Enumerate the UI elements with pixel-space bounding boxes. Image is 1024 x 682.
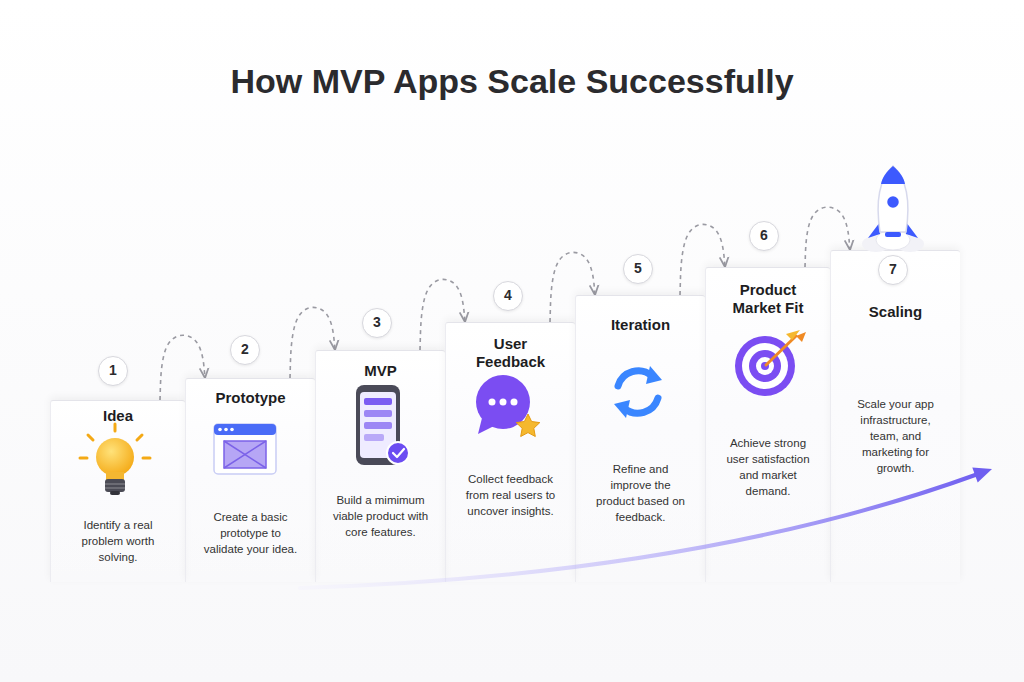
callout-number: 7: [878, 255, 908, 285]
diagram-title: How MVP Apps Scale Successfully: [0, 62, 1024, 101]
step-description: Refine and improve the product based on …: [591, 461, 690, 525]
step-description: Scale your app infrastructure, team, and…: [846, 396, 945, 476]
growth-arrow: [300, 474, 978, 588]
step-description: Create a basic prototype to validate you…: [201, 509, 300, 557]
callout-number: 3: [362, 308, 392, 338]
callout-number: 6: [749, 221, 779, 251]
bulb-icon: [80, 424, 150, 495]
callout-number: 4: [493, 281, 523, 311]
step-box: IterationRefine and improve the product …: [575, 295, 705, 582]
iteration-icon: [614, 366, 662, 418]
growth-arrowhead: [972, 468, 992, 483]
step-box: MVP Build a mimimum viable product with c…: [315, 350, 445, 582]
step-box: ScalingScale your app infrastructure, te…: [830, 250, 960, 582]
step-box: User FeedbackCollect feedback from real …: [445, 322, 575, 582]
rocket-icon: [862, 166, 924, 252]
step-heading: MVP: [324, 362, 437, 380]
step-heading: Prototype: [194, 389, 307, 407]
step-heading: Scaling: [839, 303, 952, 321]
step-description: Achieve strong user satisfaction and mar…: [721, 435, 815, 499]
step-heading: Product Market Fit: [718, 281, 818, 317]
step-box: PrototypeCreate a basic prototype to val…: [185, 378, 315, 582]
phone-icon: [356, 385, 409, 465]
step-heading: User Feedback: [464, 335, 557, 371]
prototype-icon: [214, 424, 276, 474]
step-description: Identify a real problem worth solving.: [66, 517, 170, 565]
target-icon: [735, 330, 806, 396]
step-description: Collect feedback from real users to unco…: [461, 471, 560, 519]
callout-number: 5: [623, 254, 653, 284]
step-heading: Iteration: [584, 316, 697, 334]
callout-number: 1: [98, 356, 128, 386]
step-description: Build a mimimum viable product with core…: [331, 492, 430, 540]
step-heading: Idea: [59, 407, 177, 425]
feedback-icon: [476, 375, 540, 437]
callout-number: 2: [230, 335, 260, 365]
